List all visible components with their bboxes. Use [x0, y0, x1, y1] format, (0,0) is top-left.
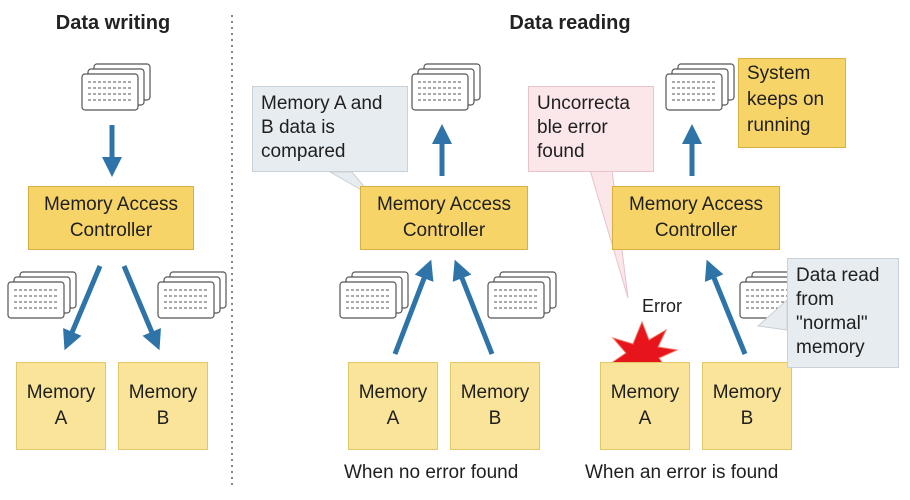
heading-data-reading: Data reading: [509, 12, 631, 34]
caption-no-error: When no error found: [344, 462, 519, 483]
memory-b-error: Memory B: [702, 362, 792, 450]
callout-uncorrectable-error: Uncorrecta ble error found: [528, 86, 654, 172]
caption-error-found: When an error is found: [585, 462, 779, 483]
document-stack-icon: [487, 271, 557, 319]
memory-access-controller-writing: Memory Access Controller: [28, 186, 194, 250]
document-stack-icon: [157, 271, 227, 319]
memory-access-controller-error: Memory Access Controller: [612, 186, 780, 250]
document-stack-icon: [7, 271, 77, 319]
error-label: Error: [642, 296, 682, 316]
arrow-read-b-2: [704, 259, 748, 355]
memory-a-error: Memory A: [600, 362, 690, 450]
document-stack-icon: [339, 271, 409, 319]
callout-data-compared: Memory A and B data is compared: [252, 86, 408, 172]
memory-a-no-error: Memory A: [348, 362, 438, 450]
document-stack-icon: [411, 63, 481, 111]
memory-b-no-error: Memory B: [450, 362, 540, 450]
memory-access-controller-no-error: Memory Access Controller: [360, 186, 528, 250]
document-stack-icon: [665, 63, 735, 111]
arrow-write-b: [121, 265, 161, 351]
memory-b-writing: Memory B: [118, 362, 208, 450]
arrow-read-b-1: [452, 259, 495, 355]
system-keeps-running-box: System keeps on running: [738, 58, 846, 148]
callout-normal-memory: Data read from "normal" memory: [787, 258, 899, 368]
memory-a-writing: Memory A: [16, 362, 106, 450]
arrow-read-a-1: [392, 259, 434, 355]
heading-data-writing: Data writing: [55, 12, 171, 34]
document-stack-icon: [81, 63, 151, 111]
arrow-write-a: [63, 265, 103, 351]
